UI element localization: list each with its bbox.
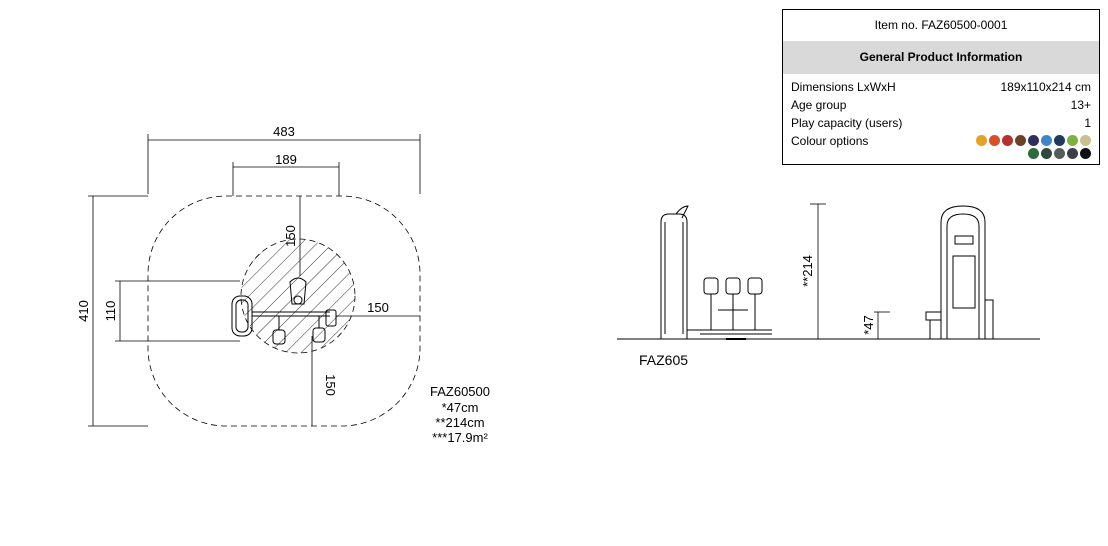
legend-area: ***17.9m² [432,430,488,445]
plan-dimension-labels: 483 189 410 110 150 150 150 [76,124,389,396]
dim-product-depth: 110 [103,301,118,322]
elevation-dim-fall: *47 [861,315,876,335]
plan-legend: FAZ60500 *47cm **214cm ***17.9m² [430,384,490,445]
elevation-model-label: FAZ605 [639,352,688,368]
safety-zone-outline [147,195,421,427]
colour-swatch [1015,135,1026,146]
colour-swatch [1002,135,1013,146]
side-elevation [660,205,772,340]
info-label: Play capacity (users) [791,116,903,130]
colour-swatch [1054,148,1065,159]
front-elevation [925,205,994,340]
colour-swatch [1028,148,1039,159]
dim-total-depth: 410 [76,300,91,322]
colour-swatch [989,135,1000,146]
info-row-play-capacity: Play capacity (users) 1 [791,114,1091,132]
info-label: Age group [791,98,847,112]
free-space-circle [240,238,356,354]
equipment-top-view [231,277,337,345]
colour-swatch [1041,135,1052,146]
plan-view [88,134,421,427]
colour-swatch [1067,148,1078,159]
elevation-views [617,203,1040,340]
info-value: 13+ [1070,98,1091,112]
dim-right: 150 [367,300,389,315]
product-info-box: Item no. FAZ60500-0001 General Product I… [782,9,1100,165]
legend-height: **214cm [435,415,484,430]
info-value: 189x110x214 cm [1000,80,1091,94]
colour-swatch [1080,135,1091,146]
colour-swatch [1067,135,1078,146]
colour-swatch [1080,148,1091,159]
dim-product-width: 189 [275,152,297,167]
colour-swatches [976,132,1091,159]
elevation-labels: **214 *47 FAZ605 [639,255,876,368]
item-number: Item no. FAZ60500-0001 [874,18,1008,32]
colour-swatch [1054,135,1065,146]
info-label: Dimensions LxWxH [791,80,896,94]
info-header: General Product Information [783,41,1099,74]
info-row-dimensions: Dimensions LxWxH 189x110x214 cm [791,78,1091,96]
info-rows: Dimensions LxWxH 189x110x214 cm Age grou… [783,74,1099,159]
info-row-age-group: Age group 13+ [791,96,1091,114]
info-label: Colour options [791,134,869,148]
colour-swatch [1028,135,1039,146]
legend-code: FAZ60500 [430,384,490,399]
dim-total-width: 483 [273,124,295,139]
info-value: 1 [1084,116,1091,130]
dim-top: 150 [283,225,298,247]
colour-swatch [976,135,987,146]
colour-swatch [1041,148,1052,159]
swatch-row [976,135,1091,146]
swatch-row [1028,148,1091,159]
legend-fall-height: *47cm [442,400,479,415]
info-row-colour-options: Colour options [791,132,1091,159]
dim-bottom: 150 [323,374,338,396]
elevation-dim-height: **214 [800,255,815,287]
